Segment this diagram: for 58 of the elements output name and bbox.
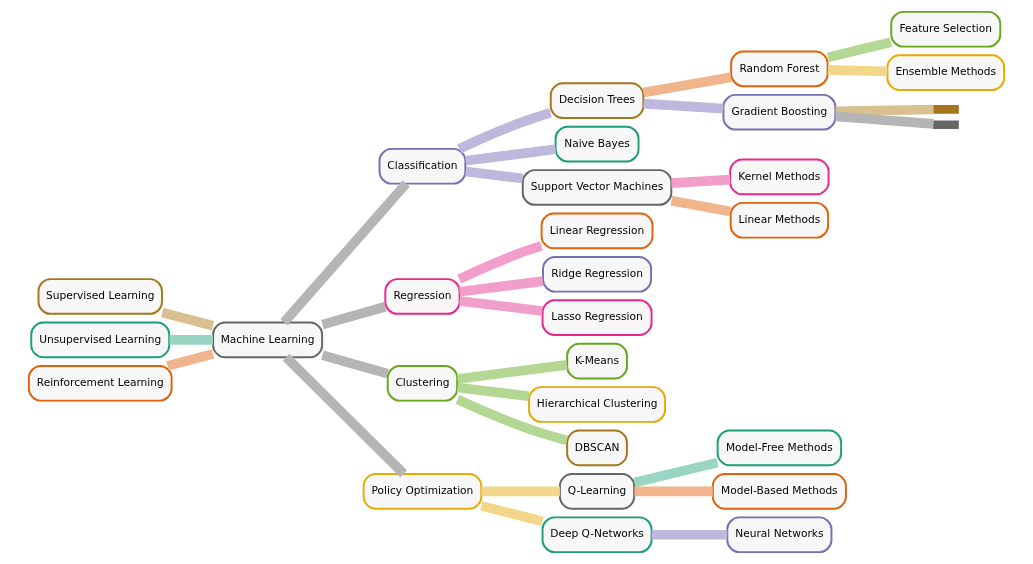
- node-box: Deep Q-Networks: [541, 516, 653, 554]
- connector: [321, 302, 387, 330]
- connector: [161, 307, 215, 331]
- connector: [835, 111, 934, 129]
- connector: [465, 166, 524, 184]
- node-box: Ensemble Methods: [886, 54, 1006, 91]
- connector: [321, 350, 389, 379]
- connector: [280, 180, 410, 326]
- node-box: Random Forest: [730, 50, 829, 88]
- node-box: Support Vector Machines: [521, 169, 673, 206]
- node-box: Linear Regression: [540, 212, 654, 250]
- connector: [643, 98, 724, 114]
- node-box: Regression: [384, 278, 461, 315]
- node-box: Gradient Boosting: [722, 93, 837, 131]
- connector: [456, 360, 568, 384]
- connector: [166, 349, 215, 371]
- connector: [457, 241, 543, 284]
- connector: [671, 174, 731, 188]
- connector: [455, 395, 569, 446]
- node-bar: [932, 120, 959, 130]
- node-box: DBSCAN: [566, 429, 628, 467]
- node-box: Q-Learning: [558, 473, 636, 510]
- connector: [835, 104, 934, 117]
- connector: [481, 486, 560, 497]
- connector: [282, 353, 408, 478]
- node-box: Policy Optimization: [362, 473, 483, 510]
- node-box: K-Means: [566, 342, 628, 380]
- node-box: Supervised Learning: [37, 278, 163, 315]
- node-box: Decision Trees: [549, 82, 645, 119]
- connector: [459, 276, 544, 297]
- node-box: Unsupervised Learning: [30, 321, 171, 359]
- node-box: Classification: [378, 147, 467, 185]
- node-box: Model-Based Methods: [711, 473, 847, 510]
- connector: [169, 335, 213, 345]
- node-box: Neural Networks: [726, 516, 833, 554]
- connector: [827, 65, 888, 77]
- connector: [459, 296, 543, 316]
- connector: [633, 457, 719, 488]
- node-box: Model-Free Methods: [716, 429, 843, 467]
- node-box: Lasso Regression: [541, 299, 653, 337]
- connector: [634, 486, 713, 497]
- node-box: Kernel Methods: [729, 158, 830, 196]
- connector: [457, 108, 552, 154]
- connector: [670, 196, 732, 217]
- connector: [456, 382, 530, 402]
- node-box: Naive Bayes: [554, 125, 640, 163]
- node-box: Feature Selection: [890, 10, 1002, 48]
- connector: [642, 72, 732, 98]
- connector: [651, 529, 728, 540]
- connector: [826, 37, 893, 63]
- node-box: Machine Learning: [212, 321, 324, 359]
- node-box: Reinforcement Learning: [27, 364, 173, 402]
- node-box: Linear Methods: [729, 201, 830, 239]
- node-box: Clustering: [386, 364, 459, 402]
- connector: [480, 501, 544, 526]
- node-box: Ridge Regression: [542, 255, 653, 293]
- node-bar: [932, 105, 959, 114]
- node-box: Hierarchical Clustering: [528, 386, 667, 423]
